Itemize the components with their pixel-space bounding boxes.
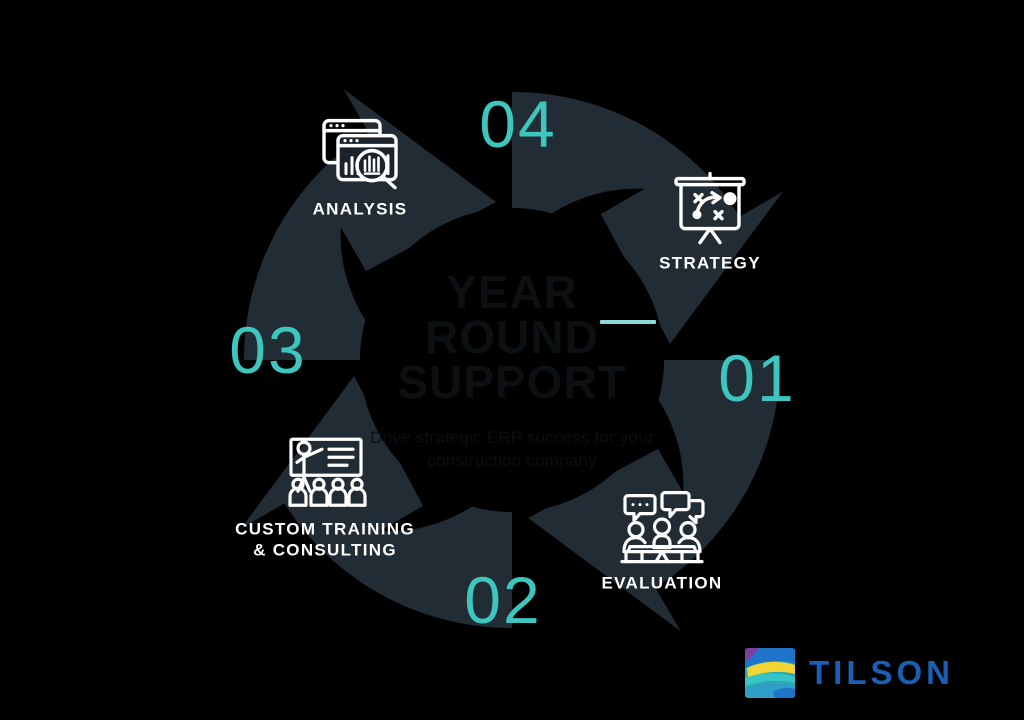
brand-name: TILSON (809, 654, 954, 691)
step-strategy[interactable]: STRATEGY (615, 170, 805, 275)
step-analysis[interactable]: ANALYSIS (265, 116, 455, 221)
step-evaluation[interactable]: EVALUATION (567, 490, 757, 595)
instructor-whiteboard-class-icon (230, 435, 420, 511)
presentation-board-strategy-icon (615, 170, 805, 246)
brand-logo[interactable]: TILSON (745, 648, 954, 698)
step-evaluation-label: EVALUATION (601, 573, 723, 593)
step-strategy-label: STRATEGY (659, 253, 761, 273)
meeting-table-discussion-icon (567, 490, 757, 566)
step-custom-training-label: CUSTOM TRAINING & CONSULTING (235, 519, 415, 559)
step-analysis-label: ANALYSIS (312, 199, 408, 219)
cycle-inner-disc (360, 208, 664, 512)
step-custom-training[interactable]: CUSTOM TRAINING & CONSULTING (230, 435, 420, 560)
bar-chart-magnifier-windows-icon (265, 116, 455, 192)
painted-square-logo-mark (745, 648, 795, 698)
